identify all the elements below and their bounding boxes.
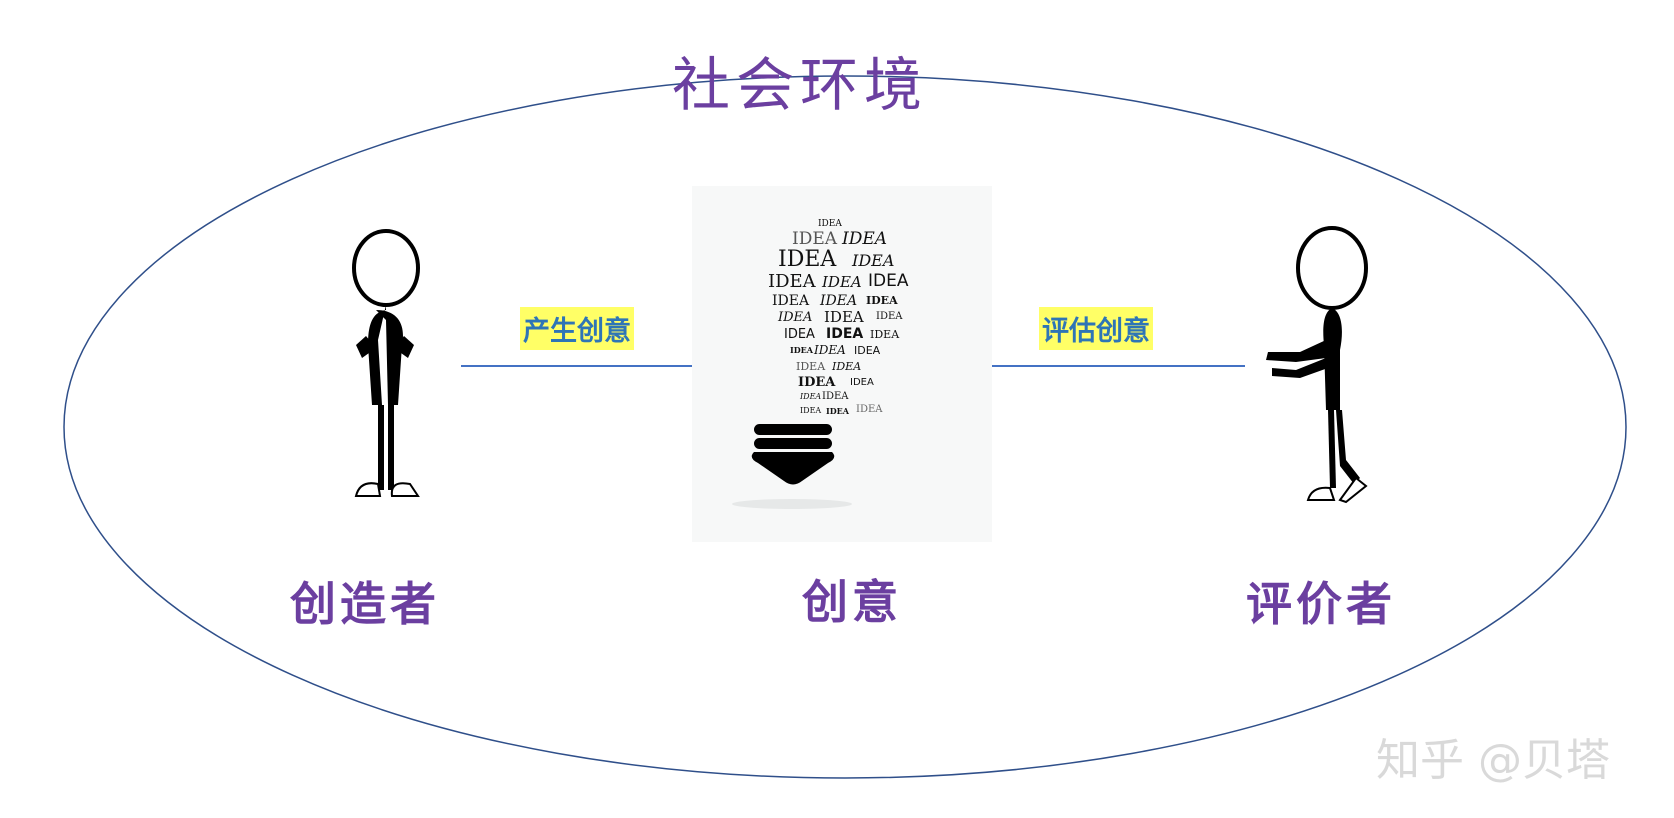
- evaluator-figure-icon: [1266, 226, 1368, 504]
- idea-word: IDEA: [868, 271, 909, 291]
- idea-word: IDEA: [820, 293, 858, 309]
- idea-word: IDEA: [778, 310, 813, 325]
- idea-label: 创意: [802, 575, 902, 629]
- idea-word: IDEA: [822, 273, 862, 291]
- idea-word: IDEA: [852, 251, 895, 270]
- idea-word: IDEA: [798, 375, 836, 390]
- idea-word: IDEA: [870, 328, 900, 341]
- social-environment-ellipse: [63, 75, 1627, 779]
- watermark: 知乎 @贝塔: [1376, 735, 1610, 786]
- idea-word: IDEA: [800, 392, 822, 401]
- idea-word: IDEA: [814, 343, 846, 357]
- idea-word: IDEA: [824, 308, 864, 326]
- idea-word: IDEA: [854, 344, 881, 357]
- idea-word: IDEA: [784, 327, 815, 342]
- idea-word: IDEA: [818, 219, 842, 229]
- evaluator-label: 评价者: [1246, 577, 1396, 631]
- idea-word: IDEA: [856, 404, 883, 415]
- idea-word: IDEA: [772, 293, 810, 309]
- lightbulb-base-icon: [732, 424, 852, 509]
- creator-figure-icon: [352, 229, 420, 497]
- idea-word: IDEA: [790, 345, 813, 355]
- social-environment-title: 社会环境: [672, 51, 929, 119]
- idea-word: IDEA: [826, 326, 864, 342]
- idea-word: IDEA: [832, 360, 862, 373]
- idea-word: IDEA: [850, 377, 874, 388]
- idea-word: IDEA: [778, 247, 837, 272]
- idea-word: IDEA: [800, 406, 822, 415]
- creator-label: 创造者: [290, 577, 440, 631]
- idea-word: IDEA: [796, 360, 826, 373]
- generate-idea-tag: 产生创意: [520, 307, 634, 350]
- idea-word: IDEA: [876, 311, 903, 322]
- idea-word: IDEA: [792, 229, 838, 249]
- idea-lightbulb-image: IDEA IDEA IDEA IDEA IDEA IDEA IDEA IDEA …: [692, 186, 992, 542]
- idea-word: IDEA: [822, 391, 849, 402]
- idea-word: IDEA: [768, 271, 816, 292]
- idea-word: IDEA: [866, 294, 898, 307]
- idea-word: IDEA: [842, 229, 888, 249]
- idea-word: IDEA: [826, 406, 849, 416]
- evaluate-idea-tag: 评估创意: [1039, 307, 1153, 350]
